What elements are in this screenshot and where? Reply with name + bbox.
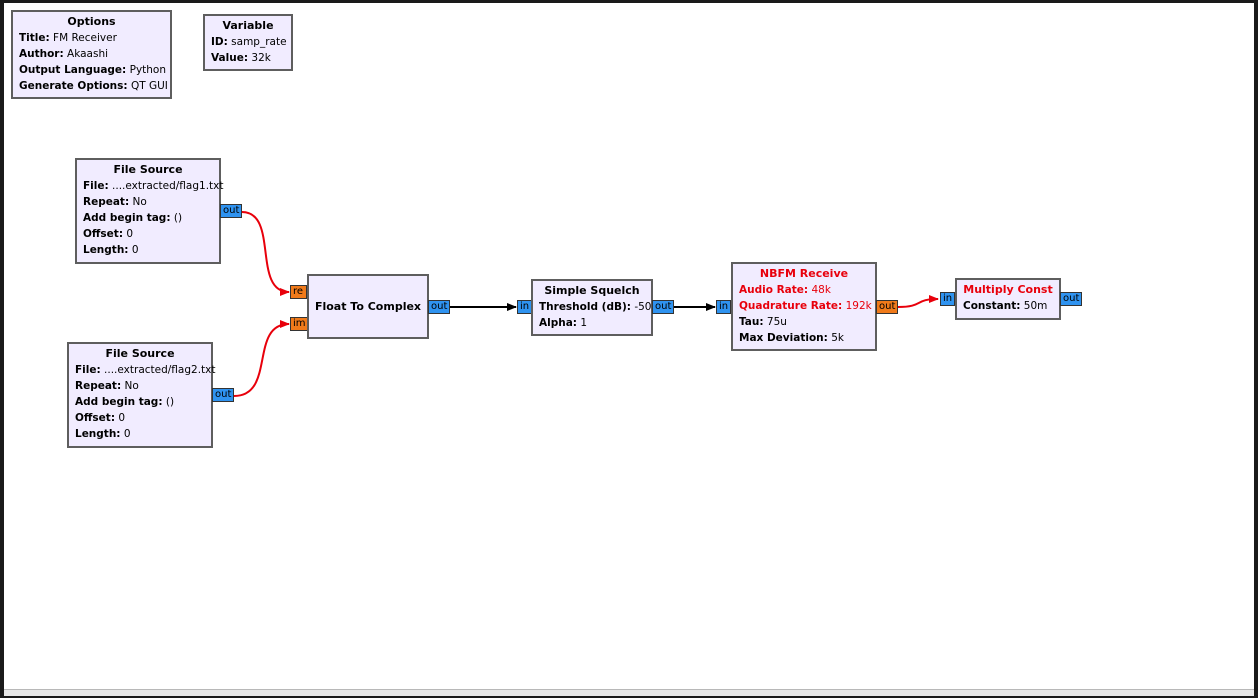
param-row: Repeat: No xyxy=(75,380,139,392)
block-title: Multiply Const xyxy=(963,283,1053,296)
simple-squelch-block[interactable]: Simple Squelch Threshold (dB): -50 Alpha… xyxy=(531,279,653,336)
param-row: Add begin tag: () xyxy=(75,396,175,408)
param-row: Generate Options: QT GUI xyxy=(19,80,168,92)
param-row: Offset: 0 xyxy=(83,228,134,240)
multiply-const-out-port[interactable]: out xyxy=(1060,292,1082,306)
wire-filesource2-to-im[interactable] xyxy=(233,320,290,397)
param-row: Output Language: Python xyxy=(19,64,167,76)
float-to-complex-block[interactable]: Float To Complex xyxy=(307,274,429,339)
block-title: Float To Complex xyxy=(314,299,422,313)
param-row: Length: 0 xyxy=(83,244,139,256)
wire-filesource1-to-re[interactable] xyxy=(241,211,290,296)
float-to-complex-out-port[interactable]: out xyxy=(428,300,450,314)
param-row: Add begin tag: () xyxy=(83,212,183,224)
file-source-block-2[interactable]: File Source File: ....extracted/flag2.tx… xyxy=(67,342,216,448)
canvas-bottom-edge xyxy=(4,689,1254,696)
block-title: Options xyxy=(67,15,116,28)
file-source-1-out-port[interactable]: out xyxy=(220,204,242,218)
nbfm-receive-out-port[interactable]: out xyxy=(876,300,898,314)
param-row: Audio Rate: 48k xyxy=(739,284,831,296)
options-block[interactable]: Options Title: FM Receiver Author: Akaas… xyxy=(11,10,172,99)
param-row: Max Deviation: 5k xyxy=(739,332,844,344)
multiply-const-block[interactable]: Multiply Const Constant: 50m xyxy=(955,278,1061,320)
file-source-block-1[interactable]: File Source File: ....extracted/flag1.tx… xyxy=(75,158,224,264)
param-row: File: ....extracted/flag1.txt xyxy=(83,180,224,192)
simple-squelch-in-port[interactable]: in xyxy=(517,300,532,314)
float-to-complex-re-port[interactable]: re xyxy=(290,285,307,299)
nbfm-receive-block[interactable]: NBFM Receive Audio Rate: 48k Quadrature … xyxy=(731,262,877,351)
block-title: Variable xyxy=(222,19,274,32)
block-title: File Source xyxy=(105,347,175,360)
block-title: File Source xyxy=(113,163,183,176)
float-to-complex-im-port[interactable]: im xyxy=(290,317,308,331)
param-row: Constant: 50m xyxy=(963,300,1048,312)
param-row: Value: 32k xyxy=(211,52,271,64)
block-title: Simple Squelch xyxy=(544,284,640,297)
param-row: Author: Akaashi xyxy=(19,48,109,60)
file-source-2-out-port[interactable]: out xyxy=(212,388,234,402)
block-title: NBFM Receive xyxy=(759,267,849,280)
wire-nbfm-to-multiply[interactable] xyxy=(897,295,939,308)
param-row: Threshold (dB): -50 xyxy=(539,301,652,313)
simple-squelch-out-port[interactable]: out xyxy=(652,300,674,314)
param-row: Offset: 0 xyxy=(75,412,126,424)
param-row: Repeat: No xyxy=(83,196,147,208)
param-row: Tau: 75u xyxy=(739,316,787,328)
variable-block[interactable]: Variable ID: samp_rate Value: 32k xyxy=(203,14,293,71)
param-row: ID: samp_rate xyxy=(211,36,287,48)
param-row: Title: FM Receiver xyxy=(19,32,117,44)
nbfm-receive-in-port[interactable]: in xyxy=(716,300,731,314)
connections-layer xyxy=(233,211,939,397)
multiply-const-in-port[interactable]: in xyxy=(940,292,955,306)
param-row: Quadrature Rate: 192k xyxy=(739,300,872,312)
flowgraph-canvas[interactable]: Options Title: FM Receiver Author: Akaas… xyxy=(4,3,1254,689)
param-row: File: ....extracted/flag2.txt xyxy=(75,364,216,376)
param-row: Length: 0 xyxy=(75,428,131,440)
param-row: Alpha: 1 xyxy=(539,317,588,329)
